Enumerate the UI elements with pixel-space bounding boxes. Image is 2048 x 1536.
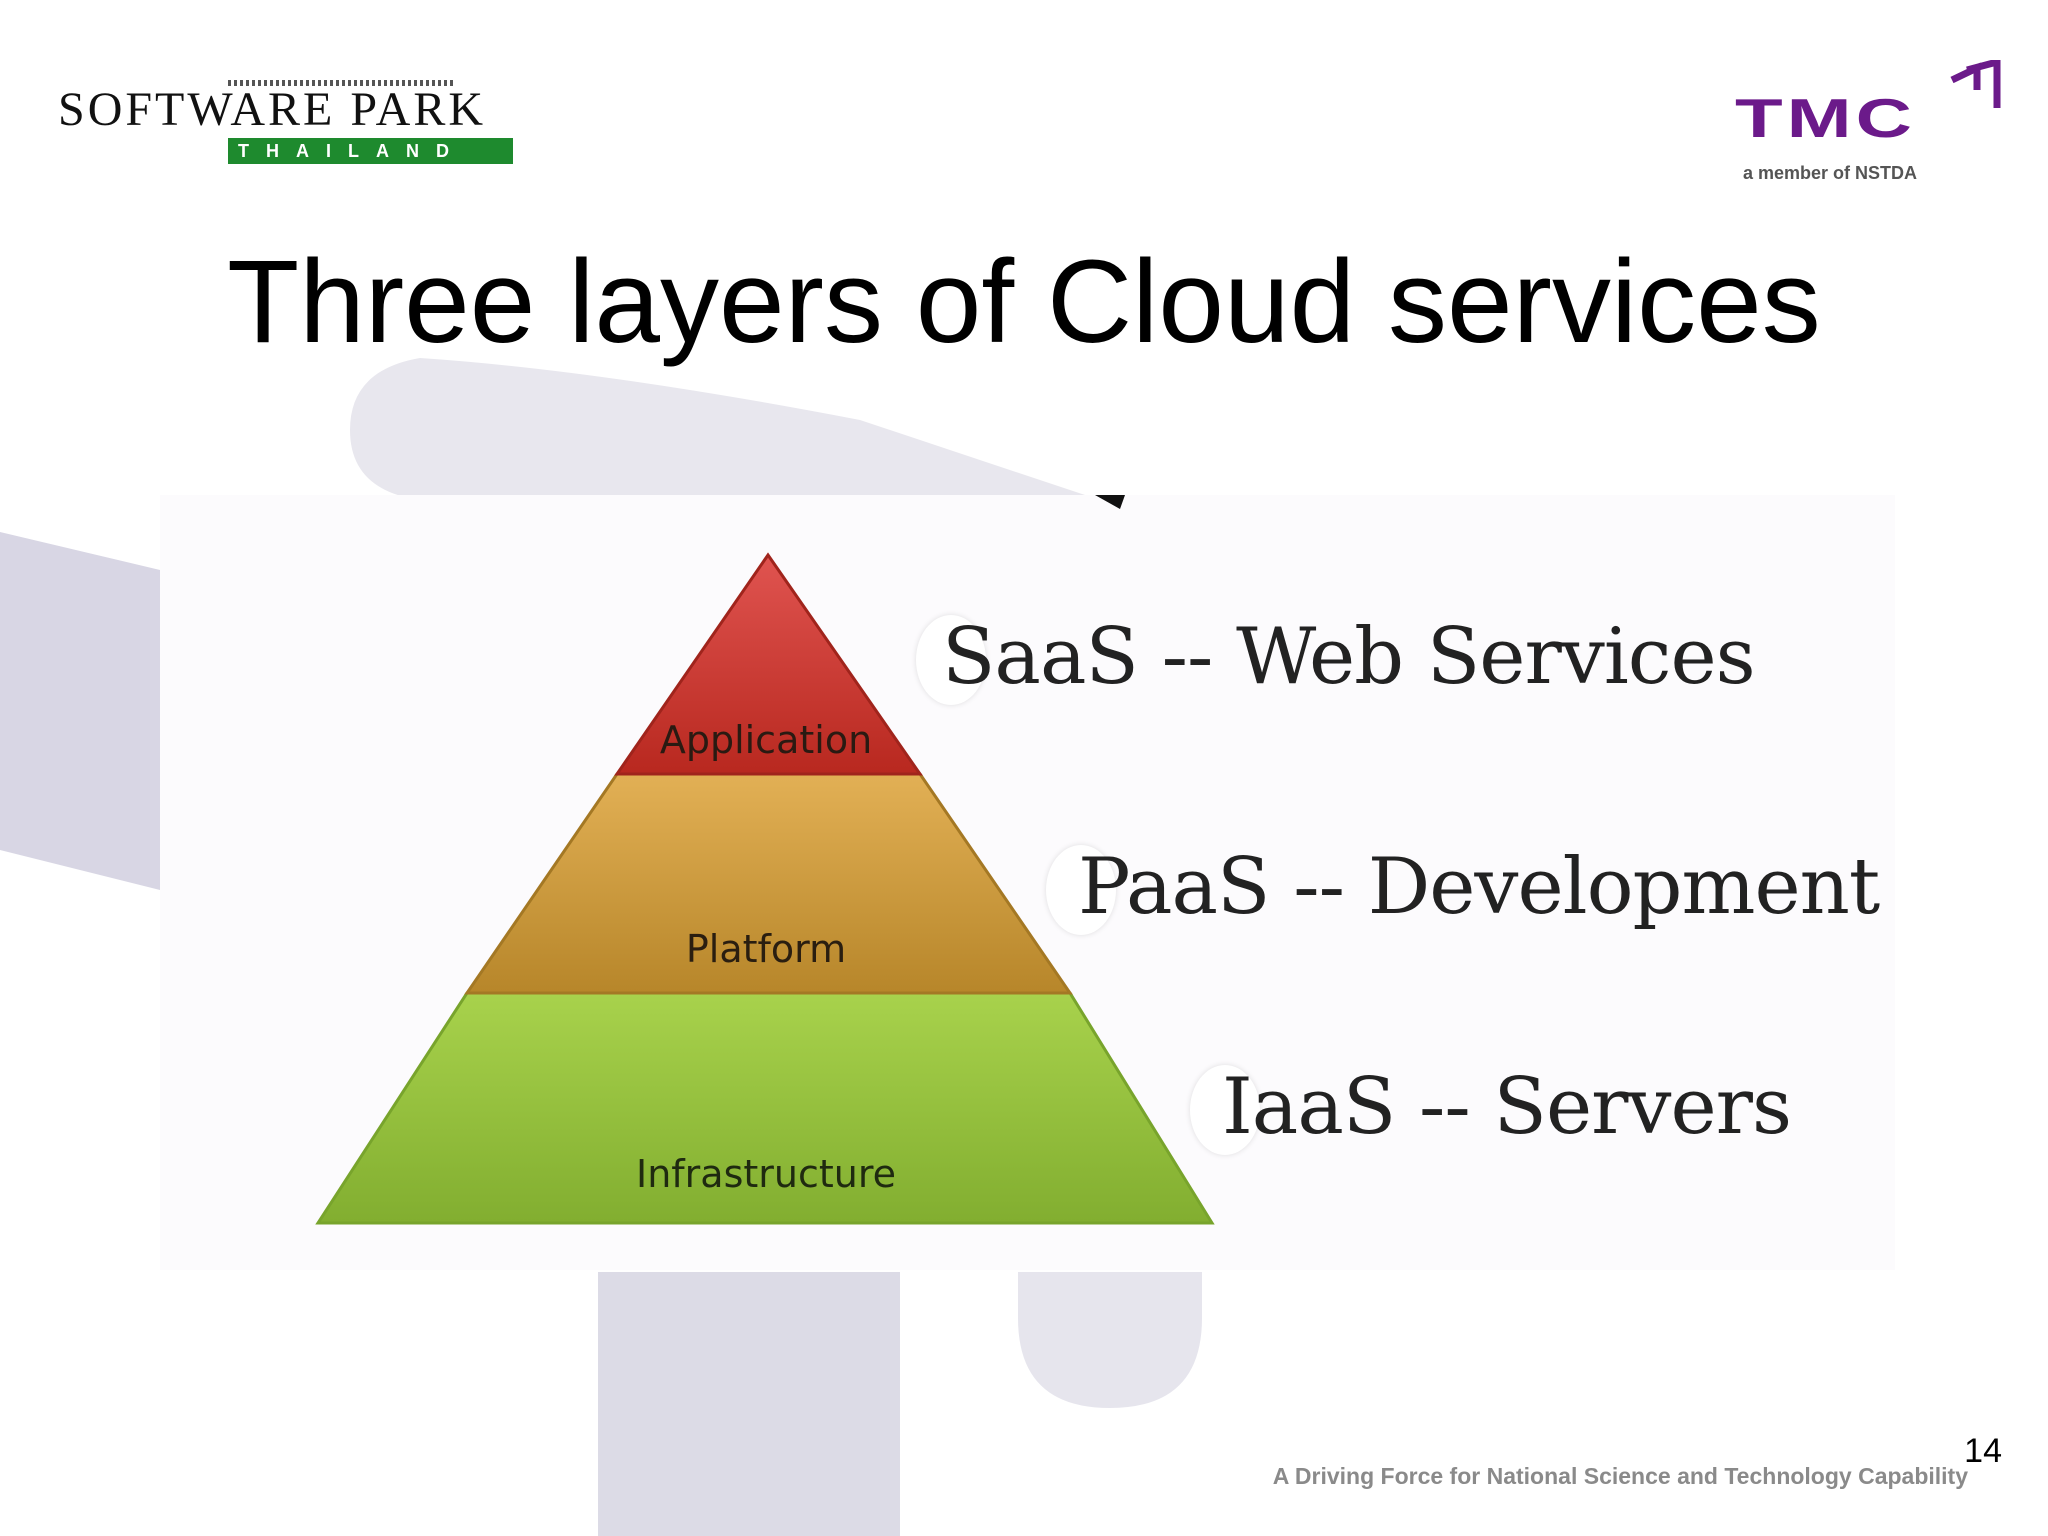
slide-number: 14 (1964, 1432, 2002, 1471)
tmc-chevron-icon (1947, 60, 2007, 130)
logo-name: SOFTWARE PARK (58, 84, 458, 136)
tmc-logo: TMC a member of NSTDA (1735, 60, 2010, 190)
pyramid-label-platform: Platform (686, 927, 846, 971)
pyramid-label-infrastructure: Infrastructure (636, 1152, 896, 1196)
pyramid-diagram: Application Platform Infrastructure SaaS… (160, 495, 1895, 1270)
cursor-mark-icon (1095, 495, 1125, 509)
pyramid-label-application: Application (660, 718, 872, 762)
tmc-subtitle: a member of NSTDA (1743, 163, 1917, 184)
paas-description: PaaS -- Development (1078, 842, 1879, 932)
logo-subtitle: THAILAND (228, 138, 513, 164)
iaas-description: IaaS -- Servers (1222, 1062, 1791, 1152)
software-park-logo: SOFTWARE PARK THAILAND (58, 84, 458, 164)
footer-tagline: A Driving Force for National Science and… (1273, 1463, 1968, 1490)
tmc-name: TMC (1735, 90, 1916, 146)
slide-title: Three layers of Cloud services (0, 232, 2048, 372)
saas-description: SaaS -- Web Services (942, 612, 1755, 702)
